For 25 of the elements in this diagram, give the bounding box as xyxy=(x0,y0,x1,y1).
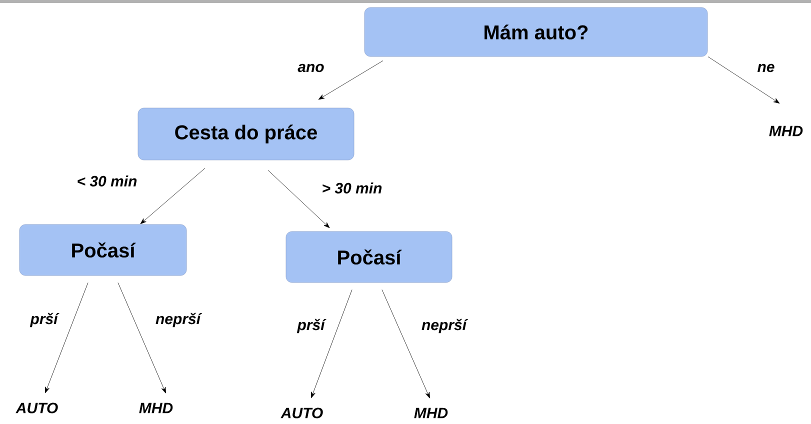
arrow xyxy=(318,60,384,100)
edge-label: ano xyxy=(298,64,324,72)
leaf-label: MHD xyxy=(414,408,448,418)
edge-label: prší xyxy=(296,318,326,334)
decision-box: Počasí xyxy=(286,231,452,283)
edge-label: neprší xyxy=(422,318,468,334)
arrow xyxy=(382,290,430,398)
leaf-label: MHD xyxy=(769,126,803,136)
arrow xyxy=(118,282,166,394)
decision-box: Počasí xyxy=(19,224,187,276)
decision-box: Cesta do práce xyxy=(138,108,354,160)
leaf-label: AUTO xyxy=(280,408,323,418)
edge-label: prší xyxy=(30,312,60,328)
decision-box: Mám auto? xyxy=(364,7,708,57)
leaf-label: MHD xyxy=(139,402,173,414)
edge-label: ne xyxy=(758,64,774,72)
edge-label: > 30 min xyxy=(322,182,382,194)
edge-label: < 30 min xyxy=(78,176,137,186)
leaf-label: AUTO xyxy=(16,402,58,414)
edge-label: neprší xyxy=(156,312,202,328)
arrow xyxy=(311,290,352,398)
arrow xyxy=(708,56,780,104)
arrow xyxy=(268,170,330,228)
arrow xyxy=(45,282,88,394)
arrow xyxy=(140,168,206,224)
